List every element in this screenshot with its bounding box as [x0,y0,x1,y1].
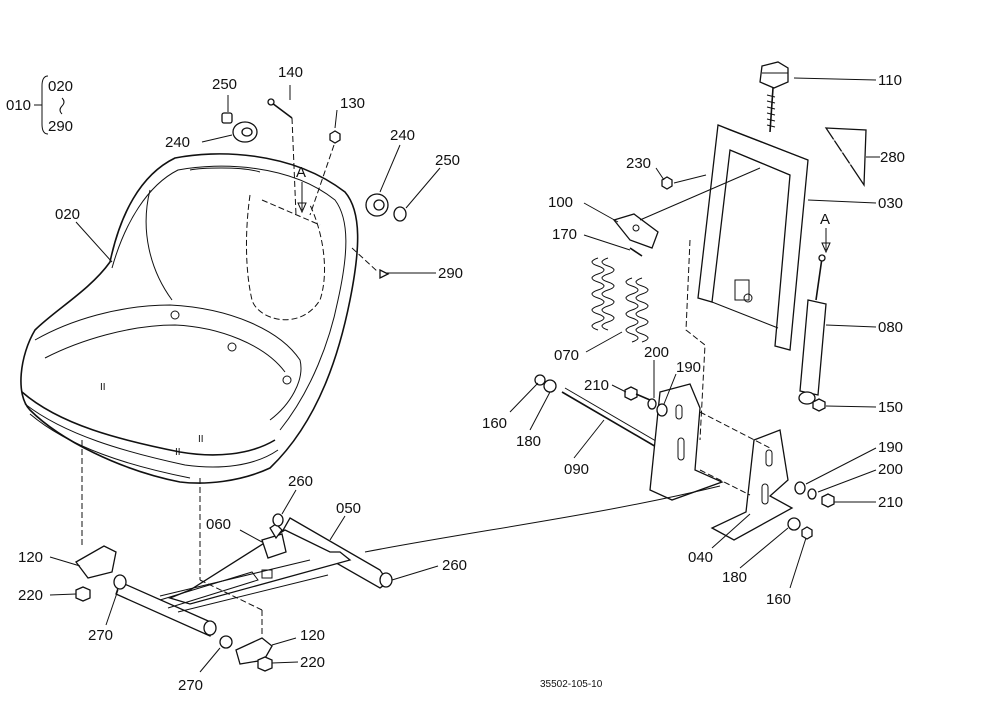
callout-050: 050 [336,500,361,517]
callout-190: 190 [878,439,903,456]
group-bracket: 010 020 290 [6,75,73,135]
callout-180: 180 [722,569,747,586]
base-bracket [534,374,835,541]
callout-060: 060 [206,516,231,533]
callout-020: 020 [55,206,80,223]
suspension-frame: A [591,61,867,441]
svg-text:II: II [100,382,106,393]
callout-180: 180 [516,433,541,450]
callout-240: 240 [165,134,190,151]
seat-shell: II II II A [20,153,359,484]
callout-100: 100 [548,194,573,211]
callout-090: 090 [564,461,589,478]
view-marker-a-seat: A [296,164,306,181]
callout-260: 260 [288,473,313,490]
callout-200: 200 [878,461,903,478]
callout-leaders [49,77,880,673]
callout-210: 210 [584,377,609,394]
group-label: 010 [6,97,31,114]
callout-150: 150 [878,399,903,416]
callout-270: 270 [178,677,203,694]
callout-270: 270 [88,627,113,644]
view-marker-a-damper: A [820,211,830,228]
callout-labels: 110 140 130 250 240 240 250 020 290 280 … [18,64,905,694]
group-from-label: 020 [48,78,73,95]
callout-260: 260 [442,557,467,574]
callout-130: 130 [340,95,365,112]
callout-280: 280 [880,149,905,166]
callout-190: 190 [676,359,701,376]
seat-hardware [221,98,407,280]
callout-120: 120 [18,549,43,566]
callout-070: 070 [554,347,579,364]
callout-220: 220 [18,587,43,604]
callout-290: 290 [438,265,463,282]
callout-140: 140 [278,64,303,81]
callout-240: 240 [390,127,415,144]
callout-210: 210 [878,494,903,511]
callout-220: 220 [300,654,325,671]
callout-040: 040 [688,549,713,566]
svg-text:II: II [198,434,204,445]
callout-160: 160 [482,415,507,432]
callout-230: 230 [626,155,651,172]
callout-170: 170 [552,226,577,243]
group-to-label: 290 [48,118,73,135]
callout-080: 080 [878,319,903,336]
svg-text:II: II [175,447,181,458]
callout-110: 110 [878,72,902,89]
callout-200: 200 [644,344,669,361]
drawing-number: 35502-105-10 [540,679,603,690]
callout-250: 250 [435,152,460,169]
callout-160: 160 [766,591,791,608]
callout-120: 120 [300,627,325,644]
callout-250: 250 [212,76,237,93]
slide-frame [75,440,721,672]
callout-030: 030 [878,195,903,212]
